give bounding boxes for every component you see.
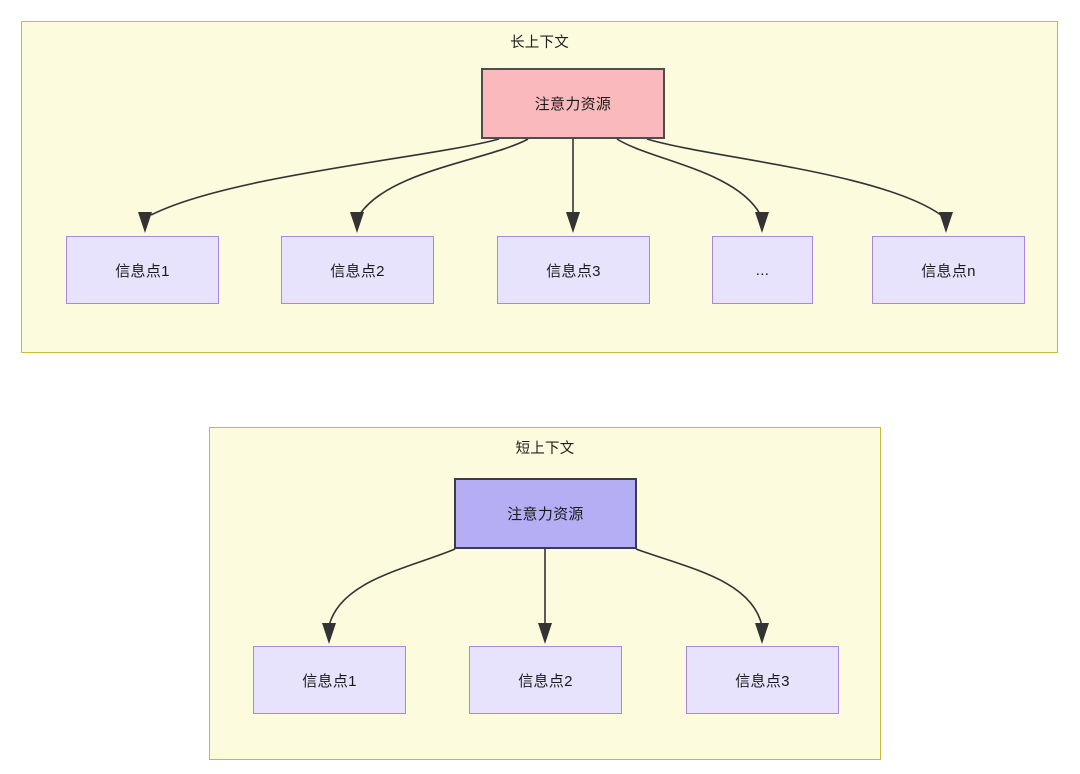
node-info-point-long-3[interactable]: 信息点3 (497, 236, 650, 304)
node-attention-resource-short[interactable]: 注意力资源 (454, 478, 637, 549)
node-info-point-short-1[interactable]: 信息点1 (253, 646, 406, 714)
group-long-context-title: 长上下文 (510, 35, 569, 51)
node-label: 信息点1 (115, 262, 170, 280)
node-label: 注意力资源 (534, 96, 612, 113)
node-info-point-short-3[interactable]: 信息点3 (686, 646, 839, 714)
node-info-point-long-ellipsis[interactable]: ... (712, 236, 813, 304)
node-label: 注意力资源 (507, 506, 584, 523)
node-label: 信息点2 (518, 672, 573, 690)
node-info-point-short-2[interactable]: 信息点2 (469, 646, 622, 714)
node-label: 信息点3 (546, 262, 601, 280)
node-attention-resource-long[interactable]: 注意力资源 (481, 68, 665, 139)
node-info-point-long-2[interactable]: 信息点2 (281, 236, 434, 304)
node-label: 信息点n (921, 262, 976, 280)
node-info-point-long-1[interactable]: 信息点1 (66, 236, 219, 304)
node-info-point-long-n[interactable]: 信息点n (872, 236, 1025, 304)
node-label: 信息点2 (330, 262, 385, 280)
node-label: ... (755, 261, 770, 279)
group-short-context-title: 短上下文 (515, 441, 575, 457)
node-label: 信息点3 (735, 672, 790, 690)
node-label: 信息点1 (302, 672, 357, 690)
